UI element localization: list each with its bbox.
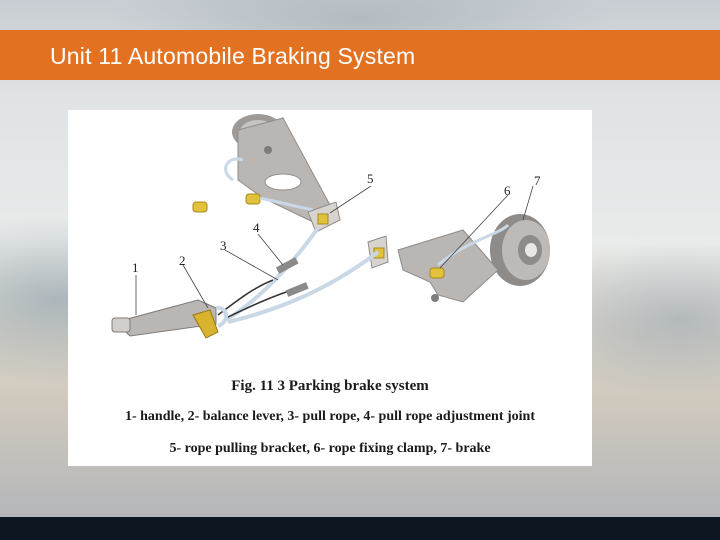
parking-brake-diagram: 1 2 3 4 5 6 7 [111, 114, 550, 339]
label-4: 4 [253, 220, 260, 235]
label-2: 2 [179, 253, 186, 268]
label-6: 6 [504, 183, 511, 198]
label-1: 1 [132, 260, 139, 275]
parking-brake-figure: 1 2 3 4 5 6 7 Fig. 11 3 Parking brake sy… [68, 110, 592, 466]
parking-brake-handle [111, 299, 228, 339]
rope-pulling-bracket [307, 201, 341, 233]
slide-title: Unit 11 Automobile Braking System [50, 43, 416, 69]
label-3: 3 [220, 238, 227, 253]
label-7: 7 [534, 173, 541, 188]
label-5: 5 [367, 171, 374, 186]
pull-rope-adjustment-joint [275, 257, 309, 297]
figure-caption-line-1: 1- handle, 2- balance lever, 3- pull rop… [124, 409, 536, 424]
bottom-bar [0, 517, 720, 540]
figure-caption-line-2: 5- rope pulling bracket, 6- rope fixing … [169, 441, 491, 456]
figure-caption-title: Fig. 11 3 Parking brake system [231, 378, 429, 394]
pull-rope [217, 226, 380, 324]
title-bar [0, 30, 720, 80]
leader-lines [135, 185, 534, 315]
right-brake-assembly [397, 214, 550, 303]
left-brake-assembly [192, 114, 331, 223]
